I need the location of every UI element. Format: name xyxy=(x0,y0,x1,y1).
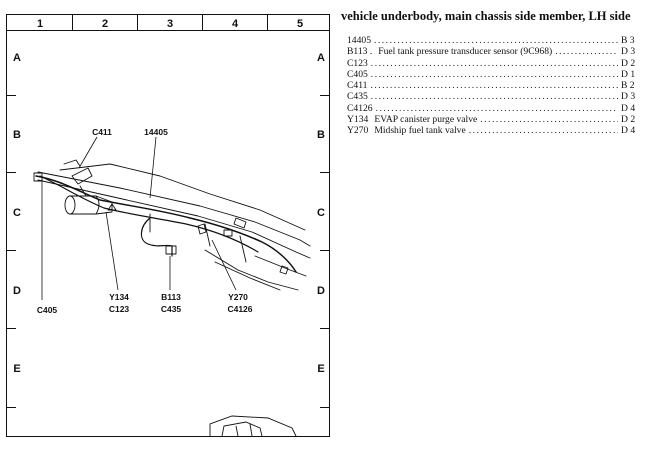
legend-code: C411 xyxy=(347,80,368,92)
callout-14405: 14405 xyxy=(144,127,168,137)
legend-row: 14405 B 3 xyxy=(341,35,641,46)
legend-leader-dots xyxy=(370,80,618,91)
legend-grid-location: D 2 xyxy=(621,114,636,126)
legend-grid-location: D 1 xyxy=(621,68,636,80)
wiring-diagram: 1 2 3 4 5 A B C D E A B C D E xyxy=(6,14,330,437)
legend-list: 14405 B 3 B113 . Fuel tank pressure transdu… xyxy=(341,35,641,137)
legend-leader-dots xyxy=(371,58,618,69)
callout-b113: B113 xyxy=(161,292,181,302)
row-label-b-right: B xyxy=(317,129,325,141)
column-label-2: 2 xyxy=(102,18,108,30)
row-label-d-right: D xyxy=(317,285,325,297)
legend-row: Y270 Midship fuel tank valve D 4 xyxy=(341,125,641,136)
row-label-b-left: B xyxy=(13,129,21,141)
callout-y270: Y270 xyxy=(228,292,248,302)
row-label-c-right: C xyxy=(317,207,325,219)
legend-description: Midship fuel tank valve xyxy=(374,125,466,137)
legend-code: C123 xyxy=(347,57,368,69)
lower-component-illustration xyxy=(209,415,297,437)
legend-grid-location: D 2 xyxy=(621,57,636,69)
row-label-c-left: C xyxy=(13,207,21,219)
column-ticks xyxy=(72,14,268,31)
legend-leader-dots xyxy=(371,69,618,80)
legend-code: C405 xyxy=(347,68,368,80)
legend-row: C4126 D 4 xyxy=(341,103,641,114)
callout-y134: Y134 xyxy=(109,292,129,302)
legend-code: B113 . xyxy=(347,46,373,58)
legend-code: Y270 xyxy=(347,125,369,137)
row-label-d-left: D xyxy=(13,285,21,297)
callout-c435: C435 xyxy=(161,304,182,314)
legend-leader-dots xyxy=(374,35,618,46)
legend-description: EVAP canister purge valve xyxy=(374,114,478,126)
row-label-a-right: A xyxy=(317,52,325,64)
legend-leader-dots xyxy=(371,91,618,102)
diagram-frame xyxy=(6,14,330,437)
legend-row: C411 B 2 xyxy=(341,80,641,91)
column-label-4: 4 xyxy=(232,18,239,30)
callout-c4126: C4126 xyxy=(227,304,252,314)
chassis-illustration xyxy=(33,159,311,291)
legend-grid-location: D 4 xyxy=(621,125,636,137)
legend-grid-location: D 4 xyxy=(621,102,636,114)
legend-grid-location: B 3 xyxy=(621,35,635,46)
column-label-5: 5 xyxy=(297,18,303,30)
legend-code: C4126 xyxy=(347,102,373,114)
leader-lines xyxy=(41,136,237,300)
legend-leader-dots xyxy=(555,46,618,57)
column-label-1: 1 xyxy=(37,18,43,30)
legend-grid-location: D 3 xyxy=(621,91,636,103)
legend-row: C405 D 1 xyxy=(341,69,641,80)
legend-description: Fuel tank pressure transducer sensor (9C… xyxy=(378,46,553,58)
component-legend: vehicle underbody, main chassis side mem… xyxy=(341,9,641,137)
callout-c405: C405 xyxy=(37,305,58,315)
legend-row: C435 D 3 xyxy=(341,91,641,102)
column-label-3: 3 xyxy=(167,18,173,30)
row-label-e-right: E xyxy=(317,363,324,375)
callout-c123: C123 xyxy=(109,304,130,314)
legend-title: vehicle underbody, main chassis side mem… xyxy=(341,9,631,23)
legend-code: 14405 xyxy=(347,35,371,46)
callout-c411: C411 xyxy=(92,127,112,137)
legend-grid-location: D 3 xyxy=(621,46,636,58)
legend-leader-dots xyxy=(480,114,618,125)
legend-code: Y134 xyxy=(347,114,369,126)
legend-row: C123 D 2 xyxy=(341,58,641,69)
row-label-a-left: A xyxy=(13,52,21,64)
row-label-e-left: E xyxy=(13,363,20,375)
row-ticks xyxy=(6,95,330,408)
legend-row: Y134 EVAP canister purge valve D 2 xyxy=(341,114,641,125)
legend-row: B113 . Fuel tank pressure transducer sens… xyxy=(341,46,641,57)
legend-leader-dots xyxy=(469,125,618,136)
legend-code: C435 xyxy=(347,91,368,103)
legend-grid-location: B 2 xyxy=(621,80,635,92)
legend-leader-dots xyxy=(376,103,618,114)
